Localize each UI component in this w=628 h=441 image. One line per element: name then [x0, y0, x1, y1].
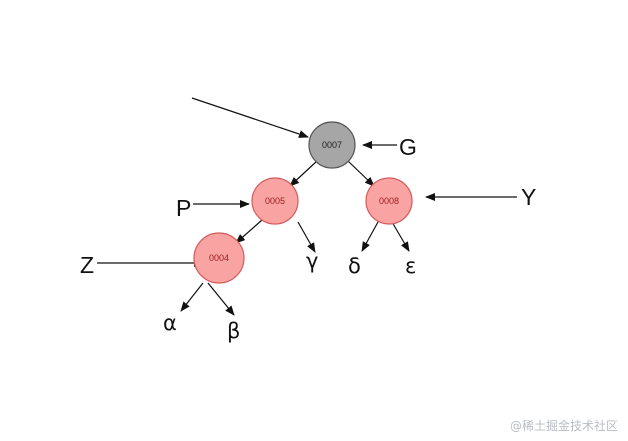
- node-p-value: 0005: [265, 196, 285, 206]
- label-z: Z: [80, 252, 94, 278]
- edge-y-to-delta: [361, 221, 379, 252]
- node-z-value: 0004: [209, 253, 229, 263]
- node-z: 0004: [193, 232, 245, 284]
- subtree-alpha: α: [163, 311, 177, 335]
- edge-g-to-p: [289, 160, 318, 187]
- node-y: 0008: [365, 177, 413, 225]
- node-g-value: 0007: [322, 140, 342, 150]
- edge-p-to-gamma: [297, 221, 316, 253]
- watermark: @稀土掘金技术社区: [509, 419, 618, 433]
- edge-p-to-z: [235, 219, 263, 244]
- root-incoming-arrow: [191, 97, 309, 138]
- edge-z-to-beta: [207, 282, 235, 316]
- subtree-gamma: γ: [306, 249, 318, 273]
- subtree-beta: β: [227, 319, 240, 343]
- node-p: 0005: [251, 177, 299, 225]
- edge-g-to-y: [347, 160, 375, 187]
- subtree-epsilon: ε: [405, 254, 416, 278]
- subtree-delta: δ: [348, 254, 361, 278]
- label-g: G: [399, 134, 417, 160]
- edge-z-to-alpha: [180, 282, 204, 312]
- node-g: 0007: [308, 121, 356, 169]
- edge-y-to-epsilon: [391, 221, 410, 252]
- label-p: P: [176, 195, 191, 221]
- label-y: Y: [521, 184, 536, 210]
- node-y-value: 0008: [379, 196, 399, 206]
